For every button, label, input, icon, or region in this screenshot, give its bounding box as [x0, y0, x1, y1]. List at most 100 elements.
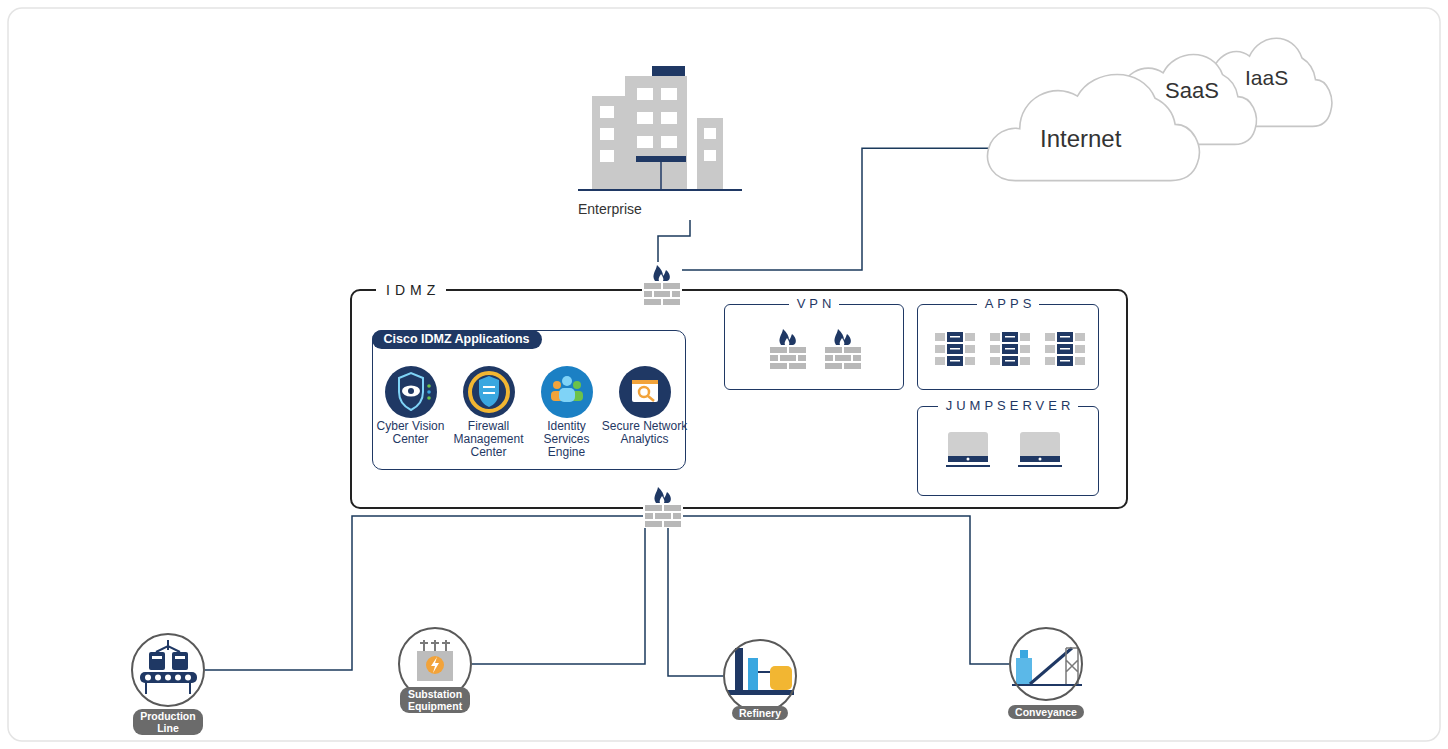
node-label: IDMZ [376, 281, 446, 299]
refinery-icon [758, 671, 770, 673]
identity-services-icon [541, 366, 593, 418]
building-icon [704, 150, 716, 161]
substation-icon [434, 640, 436, 651]
identity-services-icon [541, 366, 593, 418]
firewall-icon [643, 484, 683, 528]
substation-icon [426, 656, 444, 674]
server-icons [935, 332, 975, 366]
building-icon [652, 66, 685, 76]
building-icon [600, 128, 614, 140]
node-label: JUMPSERVER [938, 398, 1079, 414]
building-icon [636, 156, 686, 162]
internet-cloud: Internet [982, 55, 1204, 185]
cyber-vision-icon [427, 384, 431, 388]
node-label: Conveyance [1008, 705, 1084, 719]
network-analytics-icon [632, 380, 658, 402]
connector-line [661, 148, 989, 289]
conveyance-icon [1012, 684, 1082, 686]
production-line-icon [149, 652, 165, 670]
node-label: Cisco IDMZ Applications [372, 330, 542, 349]
firewall-icon [643, 484, 683, 528]
node-label: Internet [1040, 125, 1121, 153]
conveyance-icon [1012, 648, 1082, 685]
production-line-icon [140, 640, 197, 694]
node-label: Firewall Management Center [446, 420, 532, 459]
conveyance-icon [1066, 648, 1078, 684]
network-analytics-icon [632, 380, 658, 384]
substation-icon [417, 651, 453, 681]
connector-line [658, 220, 690, 289]
connector-line [472, 509, 645, 664]
cyber-vision-icon [427, 390, 431, 394]
network-analytics-icon [648, 396, 654, 401]
application-node: Cyber Vision Center [368, 362, 454, 462]
application-node: Secure Network Analytics [602, 362, 688, 462]
conveyance-icon [1020, 650, 1028, 658]
production-line-icon [152, 656, 162, 659]
firewall-management-icon [483, 386, 495, 388]
vpn-firewall-icons [823, 326, 863, 370]
conveyance-icon [1016, 658, 1032, 684]
node-label: Secure Network Analytics [602, 420, 688, 446]
node-label: Enterprise [578, 201, 642, 217]
cyber-vision-icon [402, 386, 420, 397]
cloud-shape [1189, 38, 1332, 126]
firewall-management-icon [483, 392, 495, 394]
server-icons [935, 332, 1085, 366]
firewall-icon [642, 262, 682, 306]
substation-icon [431, 657, 439, 673]
building-icon [600, 150, 614, 162]
connector-line [675, 509, 1009, 664]
substation-icon [445, 640, 447, 651]
node-label: Substation Equipment [400, 687, 470, 713]
site-circle: Refinery [723, 639, 797, 713]
refinery-icon [728, 648, 794, 695]
vpn-firewall-icons [768, 326, 808, 370]
node-label: IaaS [1245, 66, 1288, 90]
application-node: Firewall Management Center [446, 362, 532, 462]
outer-frame [8, 8, 1440, 741]
substation-icon [431, 642, 439, 644]
building-icon [637, 136, 653, 148]
applications-group: Cisco IDMZ ApplicationsCyber Vision Cent… [372, 330, 686, 470]
building-icon [625, 76, 687, 190]
node-label: SaaS [1165, 78, 1219, 103]
service-group: VPN [724, 304, 904, 390]
site-circle: Conveyance [1009, 627, 1083, 701]
iaas-cloud: IaaS [1185, 22, 1335, 130]
production-line-icon [175, 656, 185, 659]
identity-services-icon [553, 381, 561, 389]
production-line-icon [155, 675, 161, 681]
site-circle: Production Line [131, 633, 205, 707]
production-line-icon [185, 675, 191, 681]
service-group: JUMPSERVER [917, 406, 1099, 496]
node-label: Cyber Vision Center [368, 420, 454, 446]
production-line-icon [172, 652, 188, 670]
identity-services-icon [573, 381, 581, 389]
building-icon [660, 162, 662, 190]
building-icon [578, 189, 742, 191]
building-icon [661, 136, 677, 148]
connector-line [205, 509, 652, 670]
building-icon [600, 106, 614, 118]
refinery-icon [735, 648, 743, 690]
identity-services-icon [562, 376, 572, 386]
building-icon [661, 112, 677, 124]
node-label: Identity Services Engine [524, 420, 610, 459]
building-icon [697, 118, 723, 190]
network-analytics-icon [619, 366, 671, 418]
cloud-outline [982, 55, 1204, 185]
refinery-icon [748, 658, 758, 690]
monitor-icons [946, 432, 1062, 467]
building-icon [592, 96, 626, 190]
firewall-management-icon [470, 373, 508, 411]
monitor-icons [946, 432, 990, 467]
cyber-vision-icon [427, 396, 431, 400]
connector-line [668, 509, 723, 676]
node-label: VPN [789, 296, 840, 312]
production-line-icon [165, 675, 171, 681]
building-icon [578, 66, 742, 190]
cyber-vision-icon [385, 366, 437, 418]
cyber-vision-icon [385, 366, 437, 418]
